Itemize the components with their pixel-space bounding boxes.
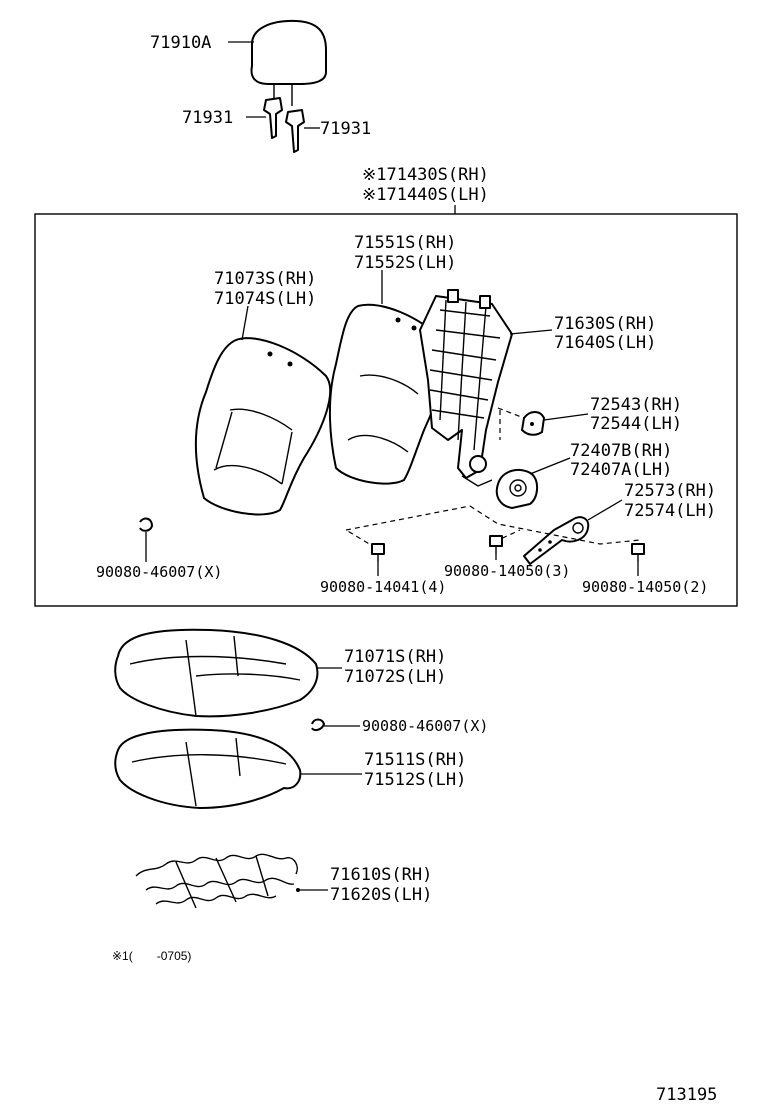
adjuster-rh-label: 72407B(RH) (570, 441, 672, 461)
mount-dashed-guide-b (469, 505, 641, 545)
spring-lh-label: 71620S(LH) (330, 885, 432, 905)
recliner-adjuster[interactable] (495, 468, 538, 509)
recliner-bracket[interactable] (523, 516, 590, 565)
cover-rh-label: 72543(RH) (590, 395, 682, 415)
headrest-label: 71910A (150, 33, 211, 53)
figure-number: 713195 (656, 1085, 717, 1105)
back-cover-leader (241, 305, 249, 341)
adjuster-lh-label: 72407A(LH) (570, 460, 672, 480)
cushion-cover-lh-label: 71072S(LH) (344, 667, 446, 687)
back-pad-lh-label: 71552S(LH) (354, 253, 456, 273)
back-frame-rh-label: 71630S(RH) (554, 314, 656, 334)
hog-ring-back[interactable] (139, 517, 153, 532)
cushion-pad-rh-label: 71511S(RH) (364, 750, 466, 770)
back-pad-rh-label: 71551S(RH) (354, 233, 456, 253)
adjuster-leader (529, 457, 571, 475)
bolt-a[interactable] (371, 543, 385, 562)
seat-back-pad[interactable] (328, 303, 448, 485)
hog-ring-cushion[interactable] (311, 718, 325, 732)
back-assy-rh-label: ※171430S(RH) (362, 165, 489, 185)
spring-rh-label: 71610S(RH) (330, 865, 432, 885)
seat-cushion-cover[interactable] (114, 628, 319, 718)
support-right-label: 71931 (320, 119, 371, 139)
back-frame-lh-label: 71640S(LH) (554, 333, 656, 353)
bracket-leader (587, 499, 623, 521)
cushion-pad-lh-label: 71512S(LH) (364, 770, 466, 790)
bolt-c[interactable] (631, 543, 645, 562)
cover-lh-label: 72544(LH) (590, 414, 682, 434)
back-cover-rh-label: 71073S(RH) (214, 269, 316, 289)
bolt-a-label: 90080-14041(4) (320, 578, 446, 596)
back-assy-lh-label: ※171440S(LH) (362, 185, 489, 205)
seat-back-cover[interactable] (194, 337, 332, 516)
back-frame-leader (509, 329, 553, 335)
hogring-back-label: 90080-46007(X) (96, 563, 222, 581)
headrest-part[interactable] (250, 19, 327, 106)
bracket-rh-label: 72573(RH) (624, 481, 716, 501)
seat-spring-assembly[interactable] (135, 853, 300, 909)
seat-back-frame[interactable] (419, 289, 513, 487)
bracket-lh-label: 72574(LH) (624, 501, 716, 521)
footnote: ※1( -0705) (112, 949, 191, 963)
seat-back-assembly-box (34, 213, 738, 607)
back-cover-lh-label: 71074S(LH) (214, 289, 316, 309)
cushion-cover-rh-label: 71071S(RH) (344, 647, 446, 667)
cover-leader (543, 413, 589, 421)
mount-dashed-guide-a (345, 505, 471, 549)
cover-dashed-guide (497, 407, 525, 440)
bolt-c-label: 90080-14050(2) (582, 578, 708, 596)
bolt-b[interactable] (489, 535, 503, 554)
support-left-label: 71931 (182, 108, 233, 128)
recliner-cover[interactable] (521, 411, 545, 436)
headrest-support-left[interactable] (263, 97, 283, 139)
hogring-cushion-label: 90080-46007(X) (362, 717, 488, 735)
bolt-b-label: 90080-14050(3) (444, 562, 570, 580)
seat-cushion-pad[interactable] (114, 728, 302, 809)
headrest-support-right[interactable] (285, 109, 305, 153)
